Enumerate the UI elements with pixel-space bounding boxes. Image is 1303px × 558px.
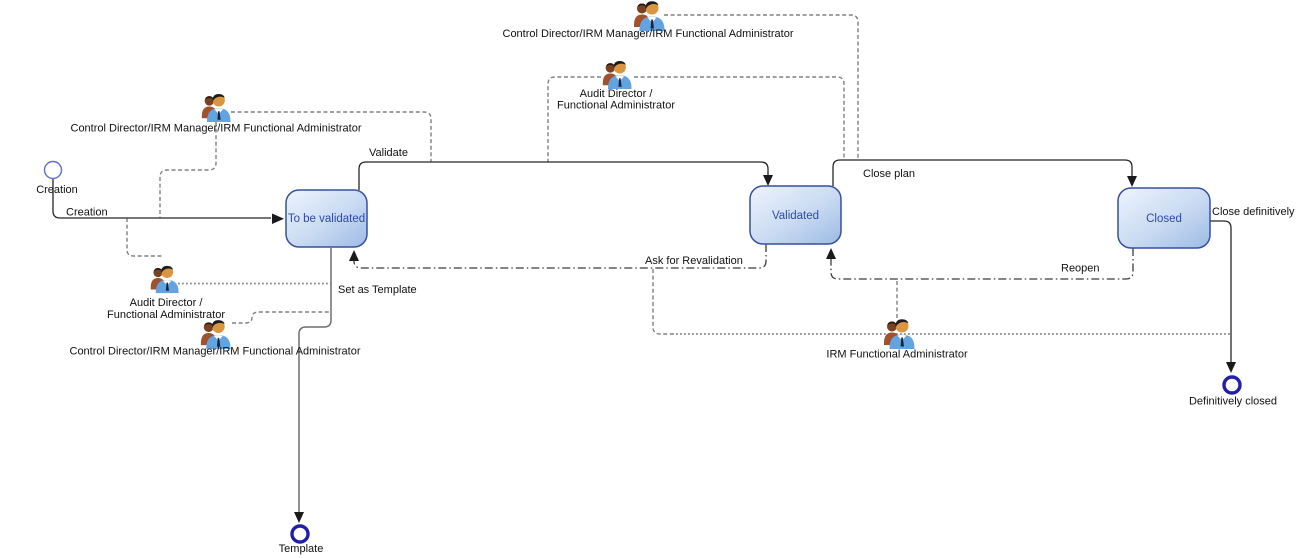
association-control-director-topleft-to-validate[interactable] [231, 111, 432, 162]
transition-close-definitively-line[interactable] [1210, 220, 1232, 362]
arrowhead-set-as-template [294, 512, 304, 523]
end-node-definitively-closed-label: Definitively closed [1189, 396, 1277, 408]
end-node-definitively-closed[interactable] [1222, 375, 1242, 395]
transition-close-plan-label: Close plan [863, 168, 915, 180]
transition-creation-line[interactable] [52, 178, 271, 219]
state-box-to-be-validated[interactable] [285, 189, 368, 248]
transition-reopen-label: Reopen [1061, 263, 1100, 275]
transition-close-definitively-label: Close definitively [1212, 206, 1295, 218]
arrowhead-creation [272, 213, 284, 224]
transition-validate-label: Validate [369, 147, 408, 159]
actor-label-audit-director-top-line1: Audit Director / [580, 88, 654, 100]
end-node-template-label: Template [279, 543, 324, 555]
transition-validate-line[interactable] [358, 161, 769, 190]
association-control-director-topleft-to-creation[interactable] [159, 122, 217, 218]
arrowhead-close-plan [1127, 176, 1137, 187]
arrowhead-close-definitively [1226, 362, 1236, 373]
actor-label-control-director-topleft: Control Director/IRM Manager/IRM Functio… [71, 123, 362, 135]
state-label-closed: Closed [1146, 213, 1182, 225]
transition-ask-for-revalidation-label: Ask for Revalidation [645, 255, 743, 267]
transition-set-as-template-line[interactable] [298, 248, 332, 512]
actor-icon-control-director-top[interactable] [634, 1, 665, 31]
state-label-to-be-validated: To be validated [288, 213, 365, 225]
association-control-director-bottomleft-to-set-as-template[interactable] [232, 311, 331, 324]
transition-reopen-line[interactable] [830, 248, 1134, 280]
transition-creation-label: Creation [66, 207, 108, 219]
actor-icon-audit-director-top[interactable] [602, 61, 632, 90]
actor-label-irm-functional-administrator: IRM Functional Administrator [826, 349, 968, 361]
association-audit-director-top-to-close-plan[interactable] [634, 76, 845, 160]
actor-label-audit-director-top-line2: Functional Administrator [557, 100, 675, 112]
actor-label-control-director-bottomleft: Control Director/IRM Manager/IRM Functio… [70, 346, 361, 358]
state-label-validated: Validated [772, 210, 819, 222]
arrowhead-ask-for-revalidation [349, 250, 359, 261]
actor-label-control-director-top: Control Director/IRM Manager/IRM Functio… [503, 28, 794, 40]
state-box-validated[interactable] [749, 185, 842, 245]
actor-label-audit-director-left-line2: Functional Administrator [107, 309, 225, 321]
transition-close-plan-line[interactable] [832, 159, 1133, 186]
actor-icon-audit-director-left[interactable] [150, 265, 179, 294]
actor-icon-control-director-topleft[interactable] [201, 94, 231, 123]
state-box-closed[interactable] [1117, 187, 1211, 249]
arrowhead-validate [763, 175, 773, 186]
start-node-creation[interactable] [43, 160, 63, 180]
association-audit-director-left-to-creation[interactable] [126, 218, 163, 257]
association-irm-admin-to-ask-for-revalidation[interactable] [652, 269, 672, 335]
arrowhead-reopen [826, 248, 836, 259]
transition-set-as-template-label: Set as Template [338, 284, 417, 296]
association-control-director-top-to-close-plan[interactable] [664, 14, 859, 160]
start-node-label: Creation [36, 184, 78, 196]
actor-icon-irm-functional-administrator[interactable] [884, 319, 915, 349]
actor-label-audit-director-left-line1: Audit Director / [130, 297, 204, 309]
end-node-template[interactable] [290, 524, 310, 544]
transition-ask-for-revalidation-line[interactable] [353, 244, 767, 269]
